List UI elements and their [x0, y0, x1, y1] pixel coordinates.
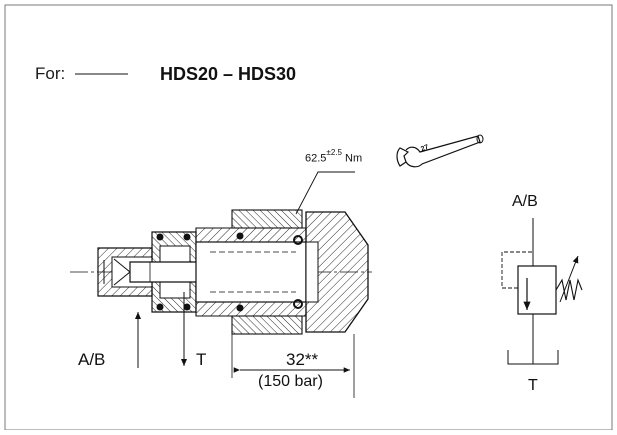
symbol-port-ab-label: A/B: [512, 193, 538, 210]
port-t-label: T: [196, 350, 207, 369]
wrench-icon: [396, 134, 484, 168]
hydraulic-symbol: [501, 218, 583, 365]
spring-chamber: [195, 241, 307, 303]
port-ab-label: A/B: [78, 350, 106, 369]
tank-symbol: [507, 350, 559, 365]
pilot-line: [501, 251, 533, 289]
lock-nut: [231, 209, 303, 229]
cartridge-section: [70, 171, 372, 398]
seal-ring: [156, 233, 164, 241]
model-range-title: HDS20 – HDS30: [160, 64, 297, 84]
torque-tolerance: ±2.5: [326, 148, 342, 157]
torque-spec: 62.5±2.5 Nm: [305, 148, 363, 165]
torque-unit: Nm: [345, 152, 363, 165]
symbol-port-t-label: T: [528, 377, 538, 394]
hex-body: [305, 211, 369, 333]
dimension-note: (150 bar): [258, 373, 323, 390]
spring-symbol: [555, 278, 583, 301]
dimension-label: 32**: [286, 350, 319, 369]
torque-leader: [295, 171, 355, 215]
torque-value: 62.5: [305, 152, 327, 165]
adjustable-arrow: [559, 255, 579, 303]
valve-envelope: [517, 265, 557, 315]
for-label: For:: [35, 64, 66, 83]
